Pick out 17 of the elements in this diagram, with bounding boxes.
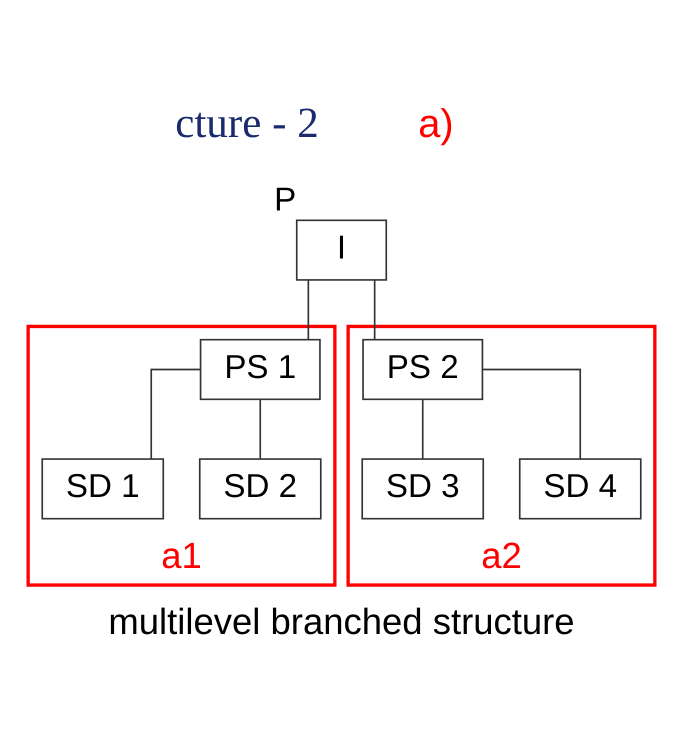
node-box: PS 2 xyxy=(362,338,484,400)
connector xyxy=(482,368,582,458)
connector xyxy=(422,399,424,458)
connector xyxy=(259,399,262,458)
diagram-title: cture - 2 xyxy=(175,100,319,147)
connector xyxy=(374,280,376,338)
node-label: P xyxy=(274,180,296,218)
node-box: SD 3 xyxy=(361,458,484,520)
connector xyxy=(308,280,310,338)
caption: multilevel branched structure xyxy=(108,600,575,642)
node-box: SD 1 xyxy=(41,458,164,520)
connector xyxy=(150,368,200,458)
node-box: PS 1 xyxy=(200,338,321,400)
node-box: SD 2 xyxy=(198,458,322,520)
node-box: SD 4 xyxy=(518,458,642,520)
label: a) xyxy=(418,101,454,146)
node-box: I xyxy=(296,218,388,280)
